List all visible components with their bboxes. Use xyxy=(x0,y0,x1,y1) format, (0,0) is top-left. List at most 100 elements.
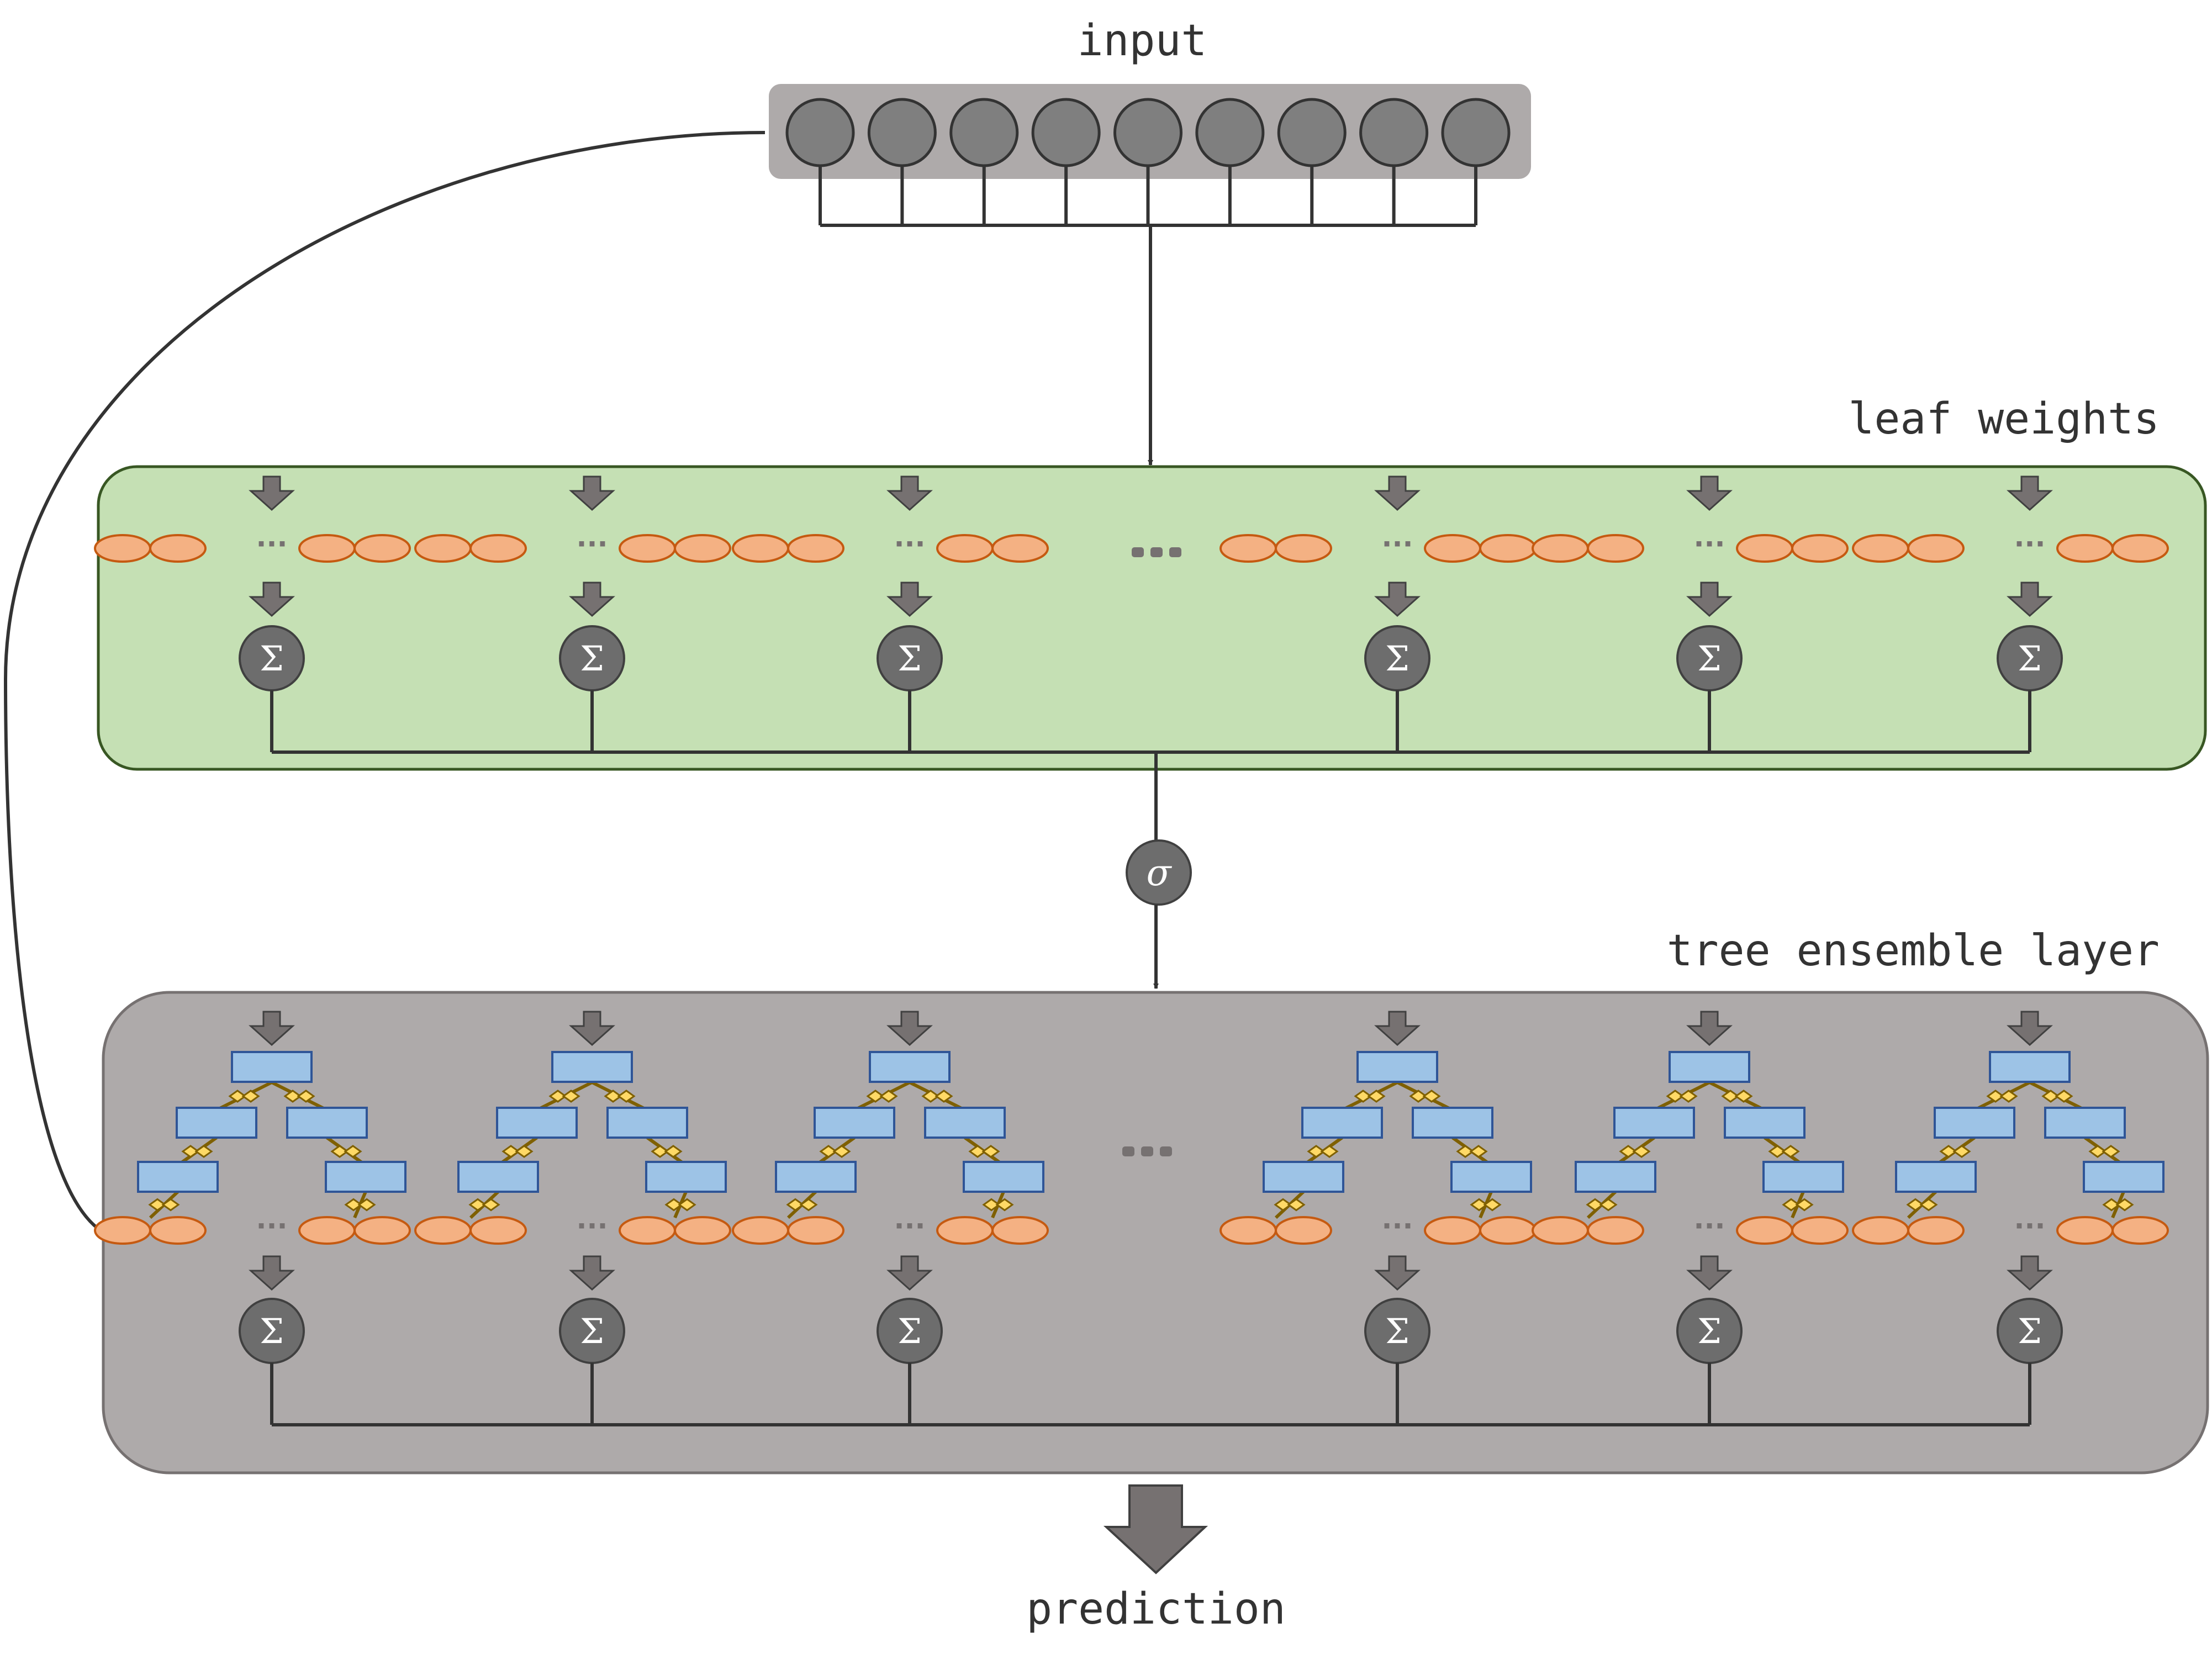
edge-diamond xyxy=(604,1090,622,1103)
prediction-arrow xyxy=(1103,1484,1208,1574)
leaf-weight-group: ···Σ xyxy=(414,475,731,752)
sum-symbol: Σ xyxy=(898,1311,922,1351)
tree-group: ···Σ xyxy=(94,1011,411,1425)
edge-diamond xyxy=(1287,1198,1306,1212)
split-node xyxy=(286,1107,368,1139)
leaf-node xyxy=(1791,534,1849,563)
leaf-node xyxy=(1587,1216,1644,1245)
leaf-node xyxy=(1275,534,1332,563)
edge-diamond xyxy=(148,1198,167,1212)
edge-diamond xyxy=(879,1090,898,1103)
input-node xyxy=(1113,98,1182,167)
edge-diamond xyxy=(1367,1090,1386,1103)
leaf-node xyxy=(674,1216,731,1245)
ellipsis: ··· xyxy=(2014,528,2046,560)
split-node xyxy=(1412,1107,1493,1139)
edge-diamond xyxy=(330,1145,349,1158)
down-arrow-icon xyxy=(1686,475,1733,511)
leaf-node xyxy=(1532,1216,1589,1245)
edge-diamond xyxy=(1906,1198,1925,1212)
edge-diamond xyxy=(1679,1090,1698,1103)
leaf-weight-group: ···Σ xyxy=(94,475,411,752)
split-node xyxy=(1724,1107,1806,1139)
leaf-node xyxy=(414,534,472,563)
edge-diamond xyxy=(1919,1198,1938,1212)
leaf-node xyxy=(1424,534,1481,563)
leaf-node xyxy=(619,1216,676,1245)
leaf-node xyxy=(94,534,151,563)
edge-diamond xyxy=(1986,1090,2005,1103)
split-node xyxy=(924,1107,1006,1139)
leaf-node xyxy=(2056,1216,2114,1245)
leaf-node xyxy=(298,1216,356,1245)
edge-diamond xyxy=(344,1145,362,1158)
input-node xyxy=(1277,98,1347,167)
edge-diamond xyxy=(2041,1090,2060,1103)
input-node xyxy=(785,98,855,167)
split-node xyxy=(606,1107,688,1139)
leaf-node xyxy=(1791,1216,1849,1245)
ellipsis: ··· xyxy=(1382,1210,1413,1242)
leaf-node xyxy=(149,1216,207,1245)
edge-diamond xyxy=(2088,1145,2107,1158)
edge-diamond xyxy=(1422,1090,1441,1103)
down-arrow-icon xyxy=(1374,1255,1421,1291)
ellipsis: ··· xyxy=(894,1210,926,1242)
leaf-node xyxy=(732,534,789,563)
leaf-weights-panel xyxy=(97,465,2207,771)
leaf-node xyxy=(1275,1216,1332,1245)
prediction-label: prediction xyxy=(1026,1584,1286,1634)
sum-symbol: Σ xyxy=(1385,1311,1409,1351)
down-arrow-icon xyxy=(886,1255,933,1291)
split-node xyxy=(1989,1051,2071,1083)
leaf-node xyxy=(732,1216,789,1245)
split-node xyxy=(1669,1051,1750,1083)
leaf-node xyxy=(936,1216,994,1245)
leaf-node xyxy=(1479,534,1537,563)
leaf-node xyxy=(469,1216,527,1245)
sum-symbol: Σ xyxy=(1697,1311,1722,1351)
leaf-node xyxy=(1424,1216,1481,1245)
edge-diamond xyxy=(2102,1198,2121,1212)
leaf-node xyxy=(1852,1216,1909,1245)
edge-diamond xyxy=(982,1198,1001,1212)
edge-diamond xyxy=(501,1145,520,1158)
edge-diamond xyxy=(194,1145,213,1158)
edge-diamond xyxy=(1483,1198,1502,1212)
down-arrow-icon xyxy=(1374,582,1421,617)
leaf-node xyxy=(1736,1216,1793,1245)
down-arrow-icon xyxy=(1686,1011,1733,1046)
sum-symbol: Σ xyxy=(1385,638,1409,679)
leaf-node xyxy=(1907,534,1965,563)
input-node xyxy=(1359,98,1429,167)
edge-diamond xyxy=(181,1145,200,1158)
down-arrow-icon xyxy=(249,475,295,511)
leaf-node xyxy=(991,534,1049,563)
down-arrow-icon xyxy=(249,1255,295,1291)
edge-diamond xyxy=(1469,1145,1488,1158)
tree-group: ··· Σ xyxy=(732,1011,1049,1425)
down-arrow-icon xyxy=(886,582,933,617)
hidden-groups-ellipsis xyxy=(1132,547,1181,557)
split-node xyxy=(1450,1161,1532,1193)
input-node xyxy=(1441,98,1511,167)
leaf-node xyxy=(787,534,844,563)
leaf-node xyxy=(1532,534,1589,563)
split-node xyxy=(2044,1107,2126,1139)
edge-diamond xyxy=(1952,1145,1971,1158)
split-node xyxy=(775,1161,857,1193)
edge-diamond xyxy=(1768,1145,1787,1158)
edge-diamond xyxy=(935,1090,953,1103)
edge-diamond xyxy=(678,1198,696,1212)
edge-diamond xyxy=(1274,1198,1292,1212)
ellipsis: ··· xyxy=(577,528,608,560)
sum-symbol: Σ xyxy=(260,1311,284,1351)
down-arrow-icon xyxy=(569,1255,615,1291)
leaf-node xyxy=(1852,534,1909,563)
edge-diamond xyxy=(799,1198,818,1212)
leaf-node xyxy=(298,534,356,563)
down-arrow-icon xyxy=(2007,1011,2053,1046)
edge-diamond xyxy=(161,1198,180,1212)
ellipsis: ··· xyxy=(2014,1210,2046,1242)
edge-diamond xyxy=(1795,1198,1814,1212)
